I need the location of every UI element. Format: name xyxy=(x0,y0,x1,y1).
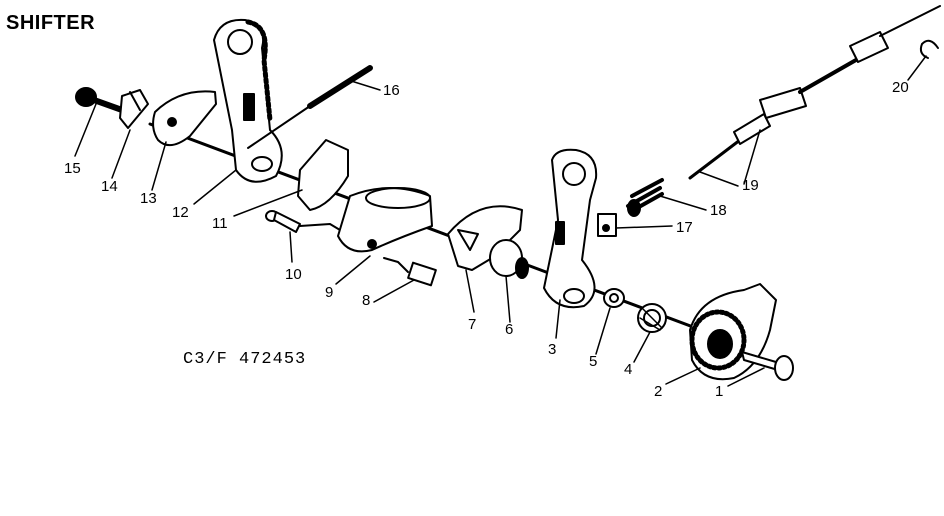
leader-lines xyxy=(74,55,927,387)
part-8-nut xyxy=(383,257,437,287)
part-label-16: 16 xyxy=(383,82,400,99)
part-10-bolt xyxy=(265,210,351,237)
part-label-17: 17 xyxy=(676,219,693,236)
part-3-lever xyxy=(543,148,598,309)
part-label-3: 3 xyxy=(548,341,557,358)
part-17-bracket xyxy=(597,213,617,237)
part-label-20: 20 xyxy=(892,79,909,96)
part-6-spacer xyxy=(489,239,529,279)
part-12-lever xyxy=(213,18,283,183)
part-5-washer xyxy=(603,288,625,308)
part-label-8: 8 xyxy=(362,292,371,309)
part-label-15: 15 xyxy=(64,160,81,177)
part-label-12: 12 xyxy=(172,204,189,221)
part-7-plate xyxy=(447,205,523,271)
part-18-spring xyxy=(626,178,664,217)
catalog-number: C3/F 472453 xyxy=(183,350,307,369)
part-label-19: 19 xyxy=(742,177,759,194)
part-label-18: 18 xyxy=(710,202,727,219)
part-14-bracket xyxy=(119,89,149,129)
part-4-spring xyxy=(637,303,667,333)
diagram-title: SHIFTER xyxy=(6,12,96,34)
part-label-2: 2 xyxy=(654,383,663,400)
part-20-clip xyxy=(919,39,939,59)
part-9-clamp xyxy=(337,187,433,253)
part-label-9: 9 xyxy=(325,284,334,301)
part-13-plate xyxy=(152,90,217,147)
part-label-4: 4 xyxy=(624,361,633,378)
part-15-bolt xyxy=(75,87,125,113)
part-11-plate xyxy=(297,139,349,211)
part-16-cable xyxy=(247,65,373,149)
part-19-cable xyxy=(688,5,941,180)
part-label-1: 1 xyxy=(715,383,724,400)
part-label-13: 13 xyxy=(140,190,157,207)
part-label-7: 7 xyxy=(468,316,477,333)
part-label-10: 10 xyxy=(285,266,302,283)
part-label-11: 11 xyxy=(212,215,228,232)
part-label-5: 5 xyxy=(589,353,598,370)
part-label-6: 6 xyxy=(505,321,514,338)
part-label-14: 14 xyxy=(101,178,118,195)
part-1-screw xyxy=(741,351,794,381)
